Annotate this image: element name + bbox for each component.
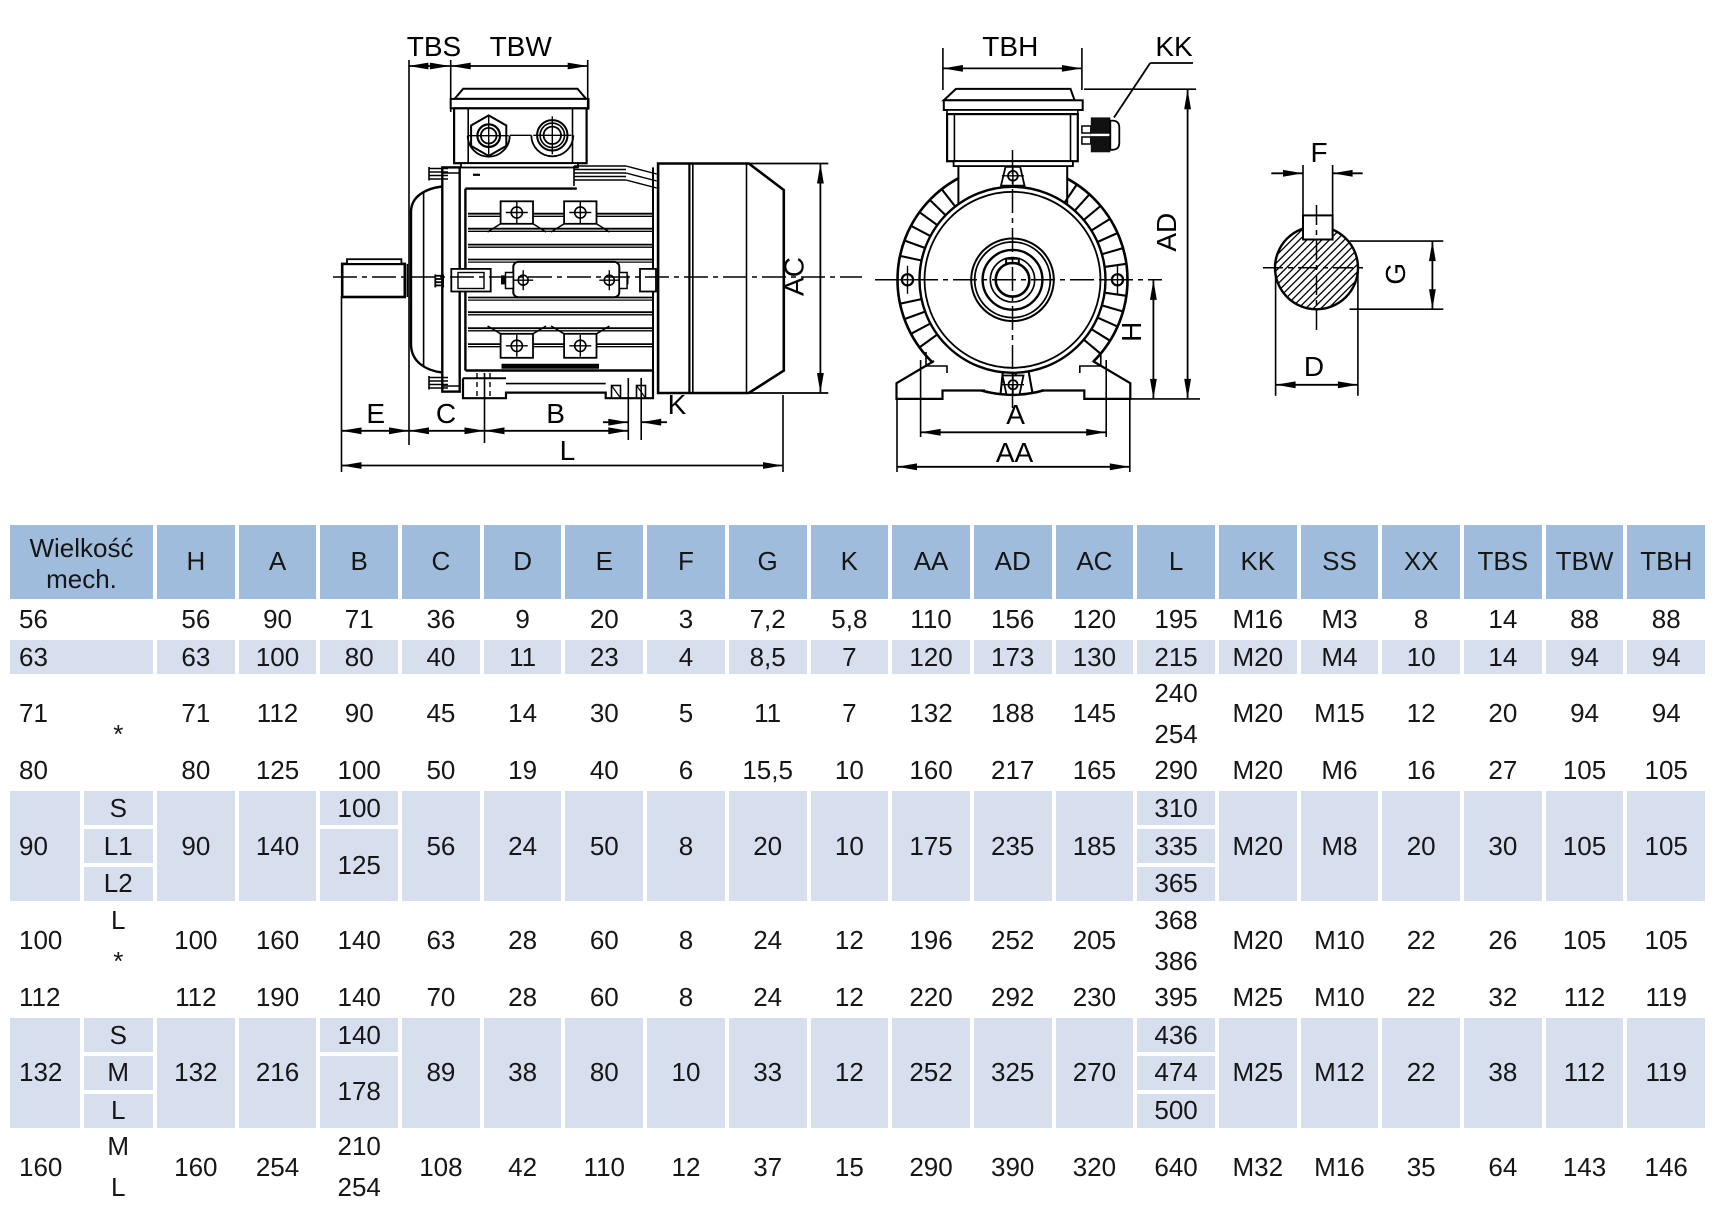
svg-text:C: C <box>436 398 456 429</box>
svg-text:TBS: TBS <box>407 31 461 62</box>
svg-text:D: D <box>1304 351 1324 382</box>
svg-text:G: G <box>1380 263 1411 285</box>
svg-text:TBW: TBW <box>490 31 553 62</box>
svg-text:K: K <box>668 389 687 420</box>
svg-text:L: L <box>560 435 576 466</box>
svg-text:AC: AC <box>779 257 810 296</box>
svg-text:TBH: TBH <box>982 31 1038 62</box>
svg-text:B: B <box>546 398 565 429</box>
svg-text:AA: AA <box>996 437 1034 468</box>
svg-text:AD: AD <box>1151 213 1182 252</box>
svg-text:KK: KK <box>1155 31 1193 62</box>
svg-text:F: F <box>1310 137 1327 168</box>
svg-text:E: E <box>366 398 385 429</box>
svg-text:A: A <box>1006 399 1025 430</box>
svg-text:H: H <box>1116 322 1147 342</box>
